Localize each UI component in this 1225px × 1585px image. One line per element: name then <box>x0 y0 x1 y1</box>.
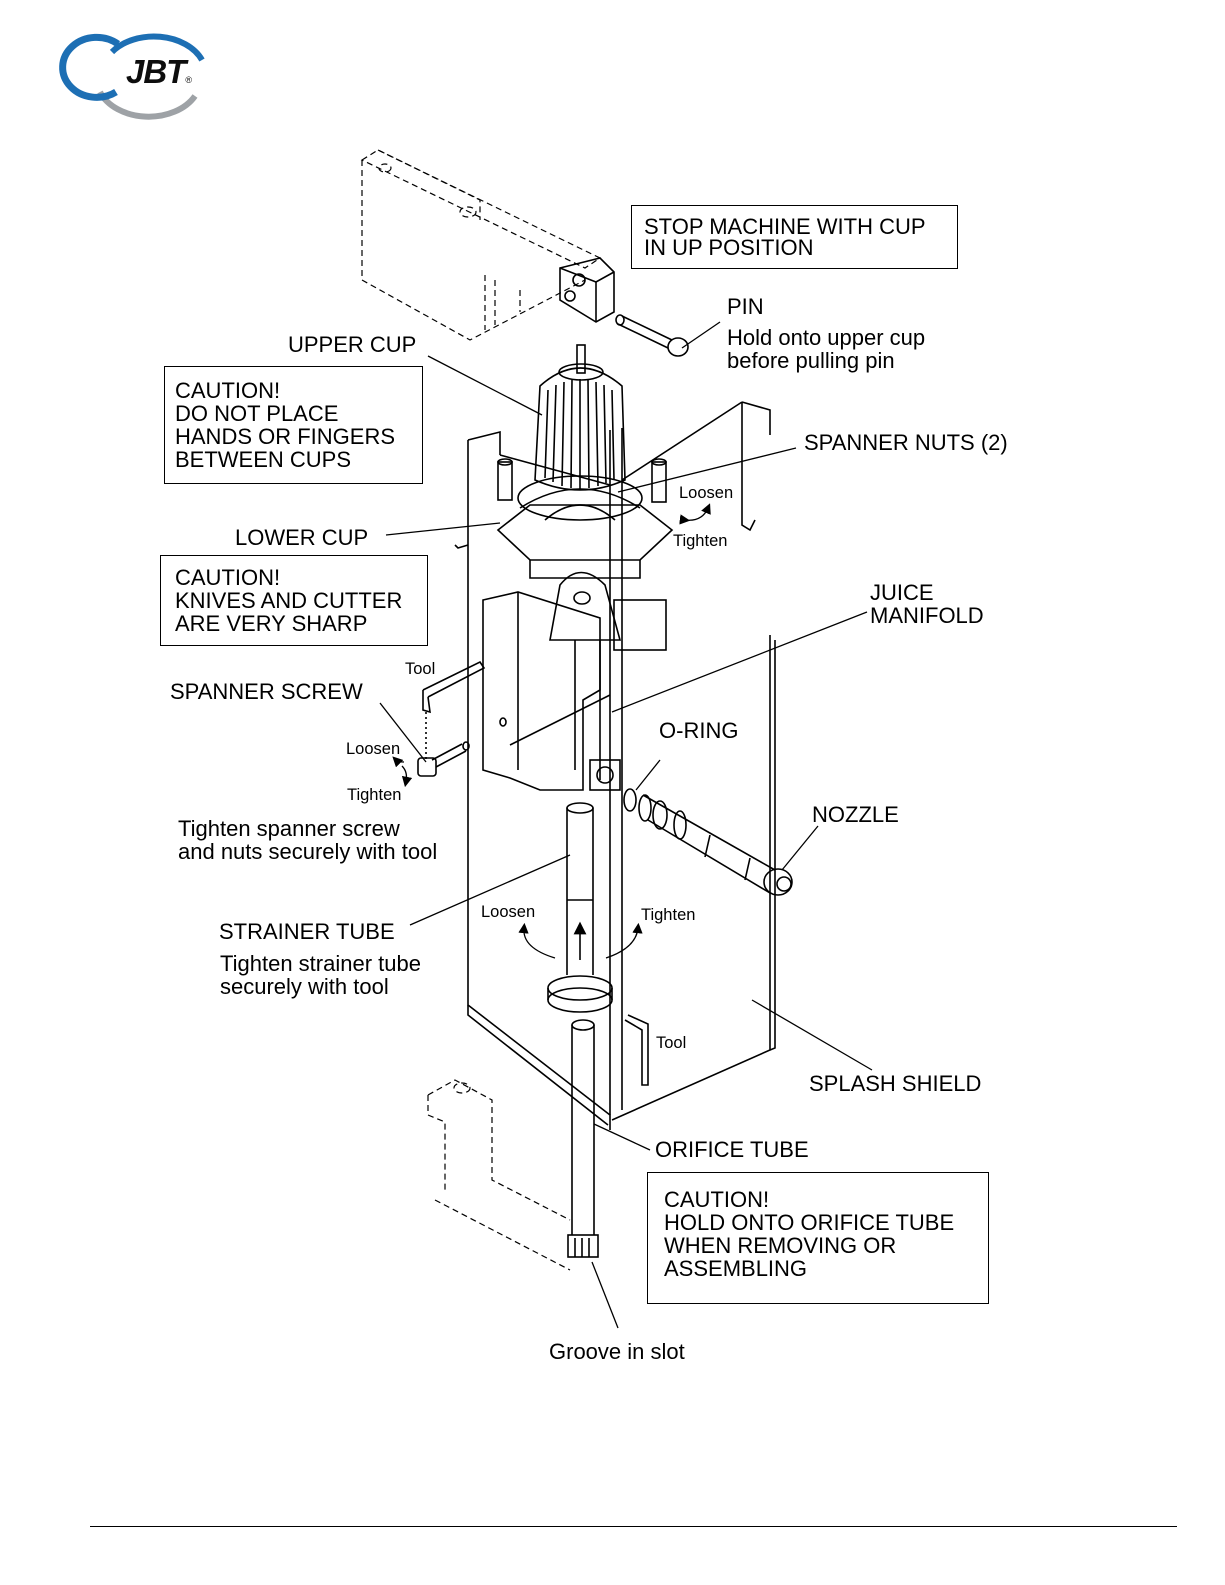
caution-hands-box: CAUTION! DO NOT PLACE HANDS OR FINGERS B… <box>164 366 423 484</box>
caution-line: WHEN REMOVING OR <box>664 1233 897 1258</box>
upper-cup-part <box>534 344 626 491</box>
strainer-tighten-label: Tighten <box>641 906 696 924</box>
spanner-screw-label: SPANNER SCREW <box>170 679 363 704</box>
notice-line: IN UP POSITION <box>644 235 814 260</box>
caution-line: HANDS OR FINGERS <box>175 424 396 449</box>
jbt-logo-mark <box>59 33 205 120</box>
pin-note-line-2: before pulling pin <box>727 348 895 373</box>
splash-shield-label: SPLASH SHIELD <box>809 1071 982 1096</box>
jbt-logo-text: JBT® <box>126 53 192 90</box>
nuts-loosen-label: Loosen <box>679 484 734 502</box>
nuts-tighten-label: Tighten <box>673 532 728 550</box>
screw-note-line-2: and nuts securely with tool <box>178 839 438 864</box>
bottom-tool-part <box>624 1014 649 1086</box>
strainer-tube-part <box>547 802 613 1013</box>
tool-label-top: Tool <box>405 660 436 678</box>
caution-orifice-box: CAUTION! HOLD ONTO ORIFICE TUBE WHEN REM… <box>647 1172 989 1304</box>
spanner-nuts-label: SPANNER NUTS (2) <box>804 430 1008 455</box>
lower-cup-part <box>496 475 674 579</box>
orifice-tube-label: ORIFICE TUBE <box>655 1137 809 1162</box>
juice-manifold-label-2: MANIFOLD <box>870 603 984 628</box>
spanner-screw-part <box>417 660 486 777</box>
strainer-loosen-label: Loosen <box>481 903 536 921</box>
caution-line: CAUTION! <box>175 378 281 403</box>
pin-part <box>615 314 689 357</box>
screw-loosen-label: Loosen <box>346 740 401 758</box>
orifice-tube-part <box>567 1019 599 1258</box>
notice-line: STOP MACHINE WITH CUP <box>644 214 926 239</box>
pin-note-line-1: Hold onto upper cup <box>727 325 926 350</box>
caution-line: CAUTION! <box>664 1187 770 1212</box>
splash-shield-part <box>454 401 776 1130</box>
screw-tighten-label: Tighten <box>347 786 402 804</box>
caution-line: KNIVES AND CUTTER <box>175 588 403 613</box>
lower-housing-phantom <box>427 1079 571 1271</box>
rotation-arrows <box>392 503 711 959</box>
o-ring-part <box>623 788 637 812</box>
screw-note-line-1: Tighten spanner screw <box>178 816 400 841</box>
pin-label: PIN <box>727 294 764 319</box>
caution-line: HOLD ONTO ORIFICE TUBE <box>664 1210 955 1235</box>
caution-line: DO NOT PLACE <box>175 401 339 426</box>
pin-block <box>559 257 615 323</box>
upper-housing-phantom <box>360 149 602 341</box>
leader-lines <box>379 321 873 1329</box>
footer-divider <box>90 1526 1177 1527</box>
caution-line: ARE VERY SHARP <box>175 611 368 636</box>
caution-knives-box: CAUTION! KNIVES AND CUTTER ARE VERY SHAR… <box>160 555 428 646</box>
groove-label: Groove in slot <box>549 1339 685 1364</box>
upper-cup-label: UPPER CUP <box>288 332 417 357</box>
caution-line: BETWEEN CUPS <box>175 447 352 472</box>
tool-label-bottom: Tool <box>656 1034 687 1052</box>
lower-cup-label: LOWER CUP <box>235 525 369 550</box>
nozzle-label: NOZZLE <box>812 802 899 827</box>
caution-line: ASSEMBLING <box>664 1256 808 1281</box>
juice-manifold-label-1: JUICE <box>870 580 934 605</box>
strainer-note-line-1: Tighten strainer tube <box>220 951 421 976</box>
o-ring-label: O-RING <box>659 718 739 743</box>
strainer-tube-label: STRAINER TUBE <box>219 919 395 944</box>
caution-line: CAUTION! <box>175 565 281 590</box>
strainer-note-line-2: securely with tool <box>220 974 389 999</box>
nozzle-part <box>638 794 793 896</box>
stop-machine-notice: STOP MACHINE WITH CUP IN UP POSITION <box>631 205 958 269</box>
spanner-nut-posts <box>497 458 667 503</box>
manifold-bracket <box>482 571 667 791</box>
